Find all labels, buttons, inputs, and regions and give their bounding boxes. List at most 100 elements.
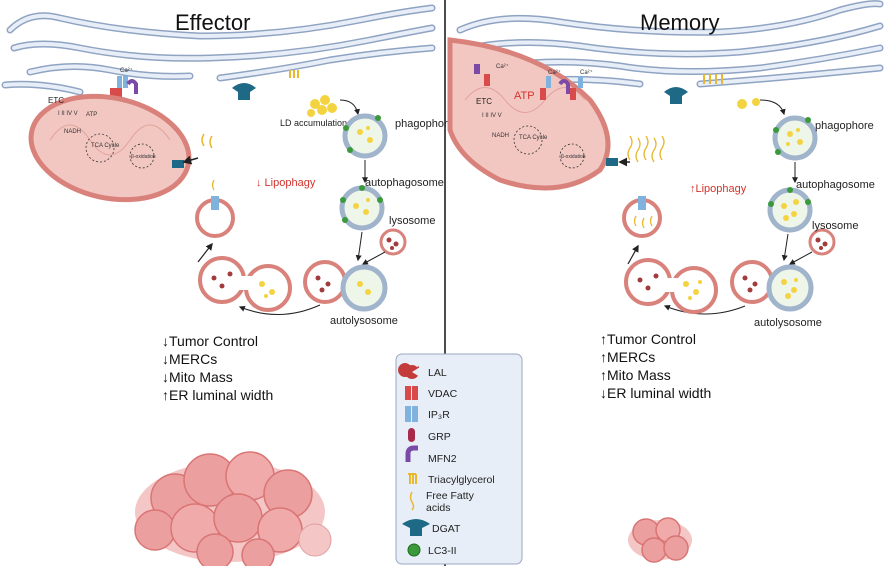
- legend-item-triacylglycerol: Triacylglycerol: [408, 473, 495, 486]
- effector-arrow-5: [238, 304, 321, 315]
- effector-mitochondrion: I II IV V ETC ATP NADH TCA Cycle β-oxida…: [28, 93, 192, 203]
- effector-triacylglycerol: [289, 70, 299, 78]
- effector-atp-label: ATP: [86, 112, 97, 118]
- effector-mercs-channels: Ca²⁺: [110, 67, 138, 100]
- legend-item-lal: LAL: [398, 363, 447, 379]
- effector-panel: Effector Ca²⁺ I II IV V ETC ATP NADH TCA…: [1, 4, 454, 566]
- effector-autophagosome-label: autophagosome: [365, 177, 444, 189]
- memory-boxidation-label: β-oxidation: [561, 154, 586, 160]
- legend-label-free-fatty-acids: Free Fatty acids: [426, 490, 474, 514]
- ip3r-icon-2: [412, 406, 418, 422]
- effector-ld-label: LD accumulation: [280, 118, 347, 128]
- legend-label-lal: LAL: [428, 367, 447, 379]
- ip3r-icon: [405, 406, 411, 422]
- effector-arrow-1: [339, 99, 360, 116]
- legend-label-triacylglycerol: Triacylglycerol: [428, 474, 495, 486]
- effector-outcome-1: ↓Tumor Control: [162, 333, 258, 349]
- memory-outcomes: ↑Tumor Control ↑MERCs ↑Mito Mass ↓ER lum…: [600, 331, 711, 401]
- mfn2-icon: [405, 445, 418, 462]
- legend-label-lc3-ii: LC3-II: [428, 545, 457, 557]
- effector-tca-label: TCA Cycle: [91, 143, 120, 149]
- memory-arrow-6: [627, 244, 639, 265]
- legend-item-vdac: VDAC: [405, 386, 458, 400]
- effector-boxidation-label: β-oxidation: [131, 154, 156, 160]
- memory-lysosome-export: [622, 196, 662, 238]
- memory-lipophagy-label: ↑Lipophagy: [690, 183, 747, 195]
- effector-outcome-4: ↑ER luminal width: [162, 387, 273, 403]
- memory-mercs-channels: Ca²⁺ Ca²⁺ Ca²⁺: [474, 63, 593, 100]
- effector-transporter-icon: [172, 160, 184, 168]
- legend-label-grp: GRP: [428, 431, 451, 443]
- effector-title: Effector: [175, 10, 250, 35]
- vdac-icon-2: [412, 386, 418, 400]
- memory-free-fatty-acids: [627, 135, 665, 163]
- memory-etc-label: ETC: [476, 97, 492, 106]
- effector-phagophore-label: phagophore: [395, 118, 454, 130]
- memory-autolysosome: [624, 258, 718, 314]
- effector-lysosome-label: lysosome: [389, 215, 435, 227]
- legend-item-dgat: DGAT: [402, 519, 461, 536]
- memory-autophagosome: [767, 187, 813, 233]
- memory-tumor: [628, 517, 692, 563]
- memory-arrow-1: [759, 99, 786, 116]
- memory-arrow-4: [788, 251, 813, 265]
- memory-lysosome-label: lysosome: [812, 220, 858, 232]
- memory-arrow-5: [663, 304, 746, 315]
- effector-arrow-4: [361, 251, 386, 265]
- grp-icon: [408, 428, 415, 442]
- effector-ffa-arrow: [182, 155, 199, 165]
- memory-outcome-4: ↓ER luminal width: [600, 385, 711, 401]
- memory-nadh-label: NADH: [492, 133, 509, 139]
- memory-phagophore-label: phagophore: [815, 120, 874, 132]
- effector-fusion: [303, 260, 388, 312]
- memory-lysosome: [808, 228, 836, 256]
- legend-item-ip3r: IP₃R: [405, 406, 450, 422]
- memory-arrow-3: [781, 233, 789, 262]
- lal-icon-notch: [412, 367, 420, 377]
- effector-autophagosome: [339, 185, 385, 231]
- effector-outcome-2: ↓MERCs: [162, 351, 217, 367]
- legend-item-mfn2: MFN2: [405, 445, 457, 465]
- effector-arrow-6: [197, 242, 213, 263]
- memory-transporter-icon: [606, 158, 618, 166]
- memory-atp-label: ATP: [514, 90, 535, 102]
- vdac-icon: [405, 386, 411, 400]
- effector-ca-label: Ca²⁺: [120, 67, 133, 74]
- effector-phagophore: [342, 113, 388, 159]
- effector-etc-label: ETC: [48, 96, 64, 105]
- memory-panel: Memory I II IV V ETC ATP NADH TCA Cycle …: [447, 0, 884, 563]
- effector-er: [1, 4, 436, 96]
- memory-dgat-icon: [664, 87, 688, 104]
- effector-nadh-label: NADH: [64, 129, 81, 135]
- memory-triacylglycerol: [703, 74, 723, 84]
- legend-label-vdac: VDAC: [428, 388, 458, 400]
- memory-autophagosome-label: autophagosome: [796, 179, 875, 191]
- effector-autolysosome: [198, 256, 292, 312]
- memory-phagophore: [772, 115, 818, 161]
- effector-lipid-droplets: [307, 95, 337, 117]
- memory-etc-complex: I II IV V: [482, 113, 502, 119]
- effector-dgat-icon: [232, 83, 256, 100]
- effector-autolysosome-label: autolysosome: [330, 315, 398, 327]
- legend-label-free-fatty-acids-wrap: Free Fatty acids: [426, 490, 474, 514]
- memory-title: Memory: [640, 10, 719, 35]
- legend-label-dgat: DGAT: [432, 523, 461, 535]
- memory-outcome-2: ↑MERCs: [600, 349, 655, 365]
- effector-etc-complex: I II IV V: [58, 111, 78, 117]
- legend-label-ip3r: IP₃R: [428, 409, 450, 421]
- memory-ca-label-3: Ca²⁺: [580, 69, 593, 76]
- free-fatty-acids-icon: [409, 491, 415, 511]
- memory-tca-label: TCA Cycle: [519, 135, 548, 141]
- legend-item-lc3-ii: LC3-II: [407, 543, 457, 557]
- lc3-ii-icon: [407, 543, 421, 557]
- effector-free-fatty-acids: [201, 133, 213, 149]
- legend-item-free-fatty-acids: Free Fatty acids: [409, 490, 474, 514]
- memory-autolysosome-label: autolysosome: [754, 317, 822, 329]
- dgat-icon: [402, 519, 430, 536]
- memory-lipid-droplets: [737, 98, 760, 109]
- memory-ca-label-1: Ca²⁺: [496, 63, 509, 70]
- effector-outcome-3: ↓Mito Mass: [162, 369, 233, 385]
- memory-outcome-1: ↑Tumor Control: [600, 331, 696, 347]
- memory-outcome-3: ↑Mito Mass: [600, 367, 671, 383]
